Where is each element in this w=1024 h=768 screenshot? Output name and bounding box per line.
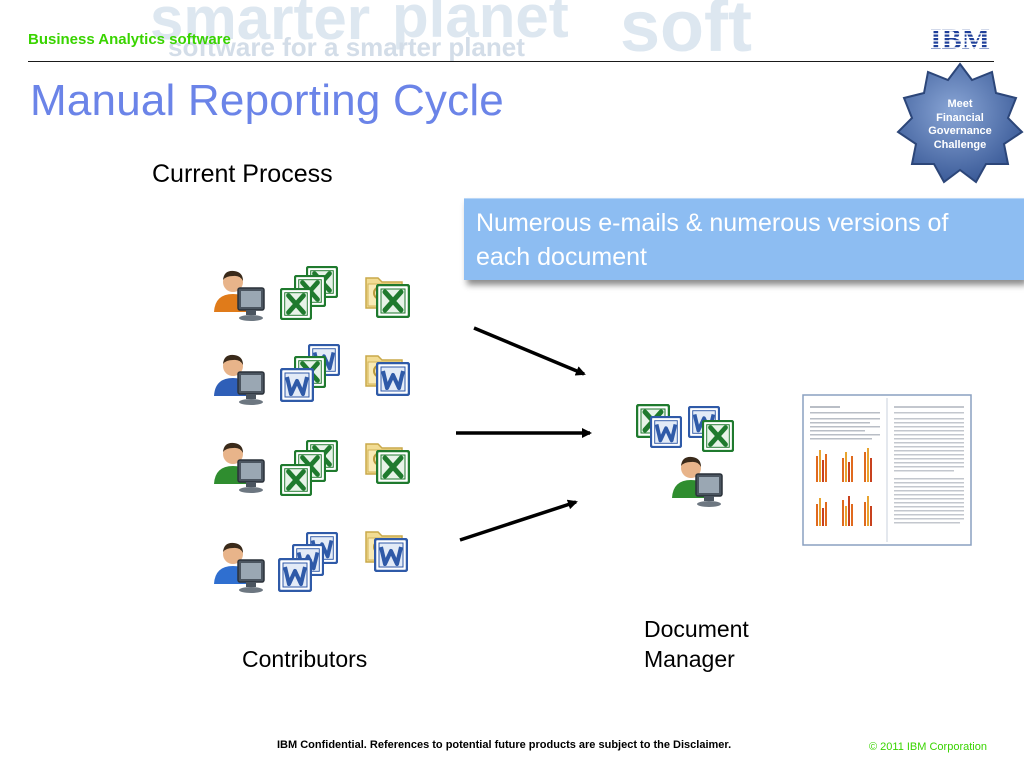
report-document-icon bbox=[802, 394, 972, 546]
contributor-user-icon bbox=[210, 440, 270, 498]
section-subtitle: Current Process bbox=[152, 160, 333, 188]
excel-document-icon bbox=[280, 464, 312, 496]
excel-document-icon bbox=[376, 284, 410, 318]
document-stack bbox=[276, 532, 344, 596]
word-document-icon bbox=[280, 368, 314, 402]
manager-user-icon bbox=[668, 454, 728, 512]
document-stack bbox=[278, 440, 344, 500]
callout-box bbox=[464, 198, 1024, 280]
excel-document-icon bbox=[702, 420, 734, 452]
arrow-right-icon bbox=[473, 326, 586, 376]
manager-documents bbox=[636, 402, 740, 454]
document-manager-label: Document Manager bbox=[644, 614, 749, 674]
word-document-icon bbox=[376, 362, 410, 396]
header-divider bbox=[28, 61, 994, 62]
word-document-icon bbox=[374, 538, 408, 572]
footer-copyright: © 2011 IBM Corporation bbox=[869, 741, 987, 753]
word-document-icon bbox=[650, 416, 682, 448]
excel-document-icon bbox=[376, 450, 410, 484]
word-document-icon bbox=[278, 558, 312, 592]
callout-text: Numerous e-mails & numerous versions of … bbox=[476, 209, 949, 271]
shared-folder bbox=[364, 526, 414, 576]
footer-disclaimer: IBM Confidential. References to potentia… bbox=[277, 739, 732, 751]
excel-document-icon bbox=[280, 288, 312, 320]
shared-folder bbox=[364, 438, 414, 488]
watermark-text: software for a smarter planet bbox=[168, 32, 525, 62]
badge-line: Governance bbox=[928, 125, 992, 137]
contributors-label: Contributors bbox=[242, 646, 368, 672]
watermark-text: soft bbox=[620, 0, 752, 62]
badge-line: Challenge bbox=[933, 138, 987, 151]
document-stack bbox=[278, 266, 344, 322]
shared-folder bbox=[364, 272, 414, 322]
document-manager-label-line: Document bbox=[644, 616, 749, 642]
document-stack bbox=[278, 344, 344, 404]
watermark-text: smarter bbox=[150, 0, 371, 52]
watermark-text: planet bbox=[392, 0, 569, 50]
shared-folder bbox=[364, 350, 414, 400]
contributor-user-icon bbox=[210, 352, 270, 410]
badge-text: Meet Financial Governance Challenge bbox=[916, 98, 1004, 152]
contributor-user-icon bbox=[210, 268, 270, 326]
contributor-user-icon bbox=[210, 540, 270, 598]
ibm-logo-icon: IBM bbox=[930, 24, 990, 52]
svg-text:IBM: IBM bbox=[930, 24, 990, 52]
badge-line: Financial bbox=[936, 111, 984, 124]
document-manager-label-line: Manager bbox=[644, 646, 735, 672]
badge-line: Meet bbox=[947, 98, 973, 110]
flow-arrows bbox=[456, 326, 592, 542]
brand-title: Business Analytics software bbox=[28, 31, 231, 48]
header-watermark: smarter planet software for a smarter pl… bbox=[0, 0, 1024, 62]
page-title: Manual Reporting Cycle bbox=[30, 76, 504, 125]
arrow-right-icon bbox=[459, 499, 578, 542]
gear-icon bbox=[896, 62, 1024, 184]
